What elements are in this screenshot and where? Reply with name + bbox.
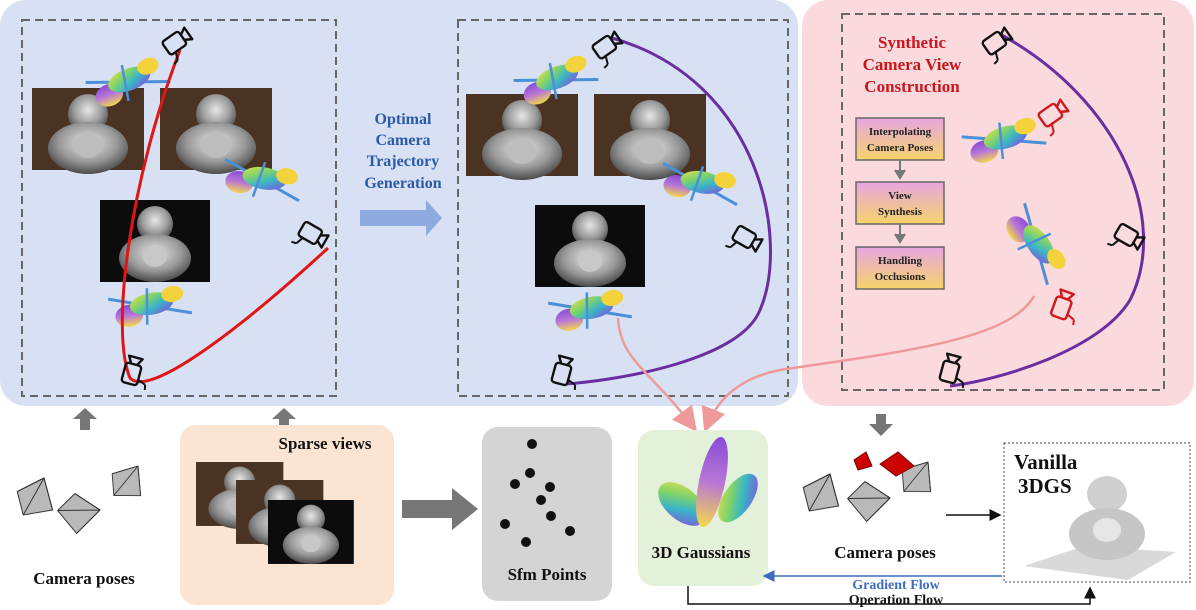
optimal-pose-box (457, 19, 789, 397)
to-sfm-arrow-head (452, 488, 478, 530)
purple-trajectory-curve (949, 32, 1145, 388)
svg-text:Synthetic: Synthetic (878, 33, 946, 52)
trajectory-label: Optimal Camera Trajectory Generation (364, 111, 441, 192)
sfm-points-label: Sfm Points (508, 565, 587, 584)
trajectory-arrow-body (360, 210, 428, 226)
vanilla-title: Vanilla (1014, 450, 1078, 474)
svg-text:Handling: Handling (878, 255, 923, 267)
pink-panel (802, 0, 1194, 406)
buddha-image (32, 88, 144, 174)
buddha-image (594, 94, 706, 180)
svg-text:Construction: Construction (864, 77, 960, 96)
pink-arrow (701, 295, 1036, 433)
sfm-point-cloud (500, 439, 575, 547)
operation-flow-label: Operation Flow (849, 593, 944, 608)
camera-frustums-left (12, 458, 151, 538)
step-arrow (894, 224, 906, 244)
sparse-image (268, 500, 354, 564)
camera-poses-label: Camera poses (33, 569, 135, 588)
gaussian-blobs (658, 436, 758, 528)
svg-text:Synthesis: Synthesis (878, 206, 923, 218)
synthetic-title: Synthetic Camera View Construction (863, 33, 962, 96)
step-handling-occlusions: Handling Occlusions (855, 246, 945, 290)
svg-text:Optimal: Optimal (375, 111, 432, 128)
gaussians-label: 3D Gaussians (652, 543, 751, 562)
step-view-synthesis: View Synthesis (855, 181, 945, 225)
rendered-buddha (1024, 476, 1176, 580)
svg-text:Camera Poses: Camera Poses (867, 142, 934, 154)
up-arrow (272, 408, 296, 430)
svg-text:Camera View: Camera View (863, 55, 962, 74)
buddha-image (100, 200, 210, 282)
buddha-image (160, 88, 272, 174)
operation-flow-arrow (687, 586, 1096, 605)
camera-poses-right-label: Camera poses (834, 543, 936, 562)
to-sfm-arrow-body (402, 500, 454, 518)
svg-text:Occlusions: Occlusions (875, 271, 926, 283)
sparse-pose-box (21, 19, 337, 397)
down-arrow (869, 414, 893, 436)
svg-text:Trajectory: Trajectory (367, 153, 440, 170)
trajectory-arrow-head (426, 200, 442, 236)
svg-text:Camera: Camera (375, 132, 430, 149)
vanilla-subtitle: 3DGS (1018, 474, 1072, 498)
pink-arrow (616, 317, 698, 432)
camera-frustums-right (798, 451, 941, 526)
up-arrow (73, 408, 97, 430)
step-arrow (894, 160, 906, 180)
gradient-flow-label: Gradient Flow (852, 578, 940, 593)
svg-text:View: View (888, 190, 911, 202)
svg-text:Interpolating: Interpolating (869, 126, 932, 138)
sparse-views-label: Sparse views (278, 434, 371, 453)
step-interpolating: Interpolating Camera Poses (855, 117, 945, 161)
purple-trajectory-curve (565, 36, 772, 386)
red-trajectory-curve (120, 49, 330, 384)
synthetic-pose-box (841, 13, 1165, 391)
buddha-image (466, 94, 578, 180)
svg-text:Generation: Generation (364, 175, 441, 192)
buddha-image (535, 205, 645, 287)
